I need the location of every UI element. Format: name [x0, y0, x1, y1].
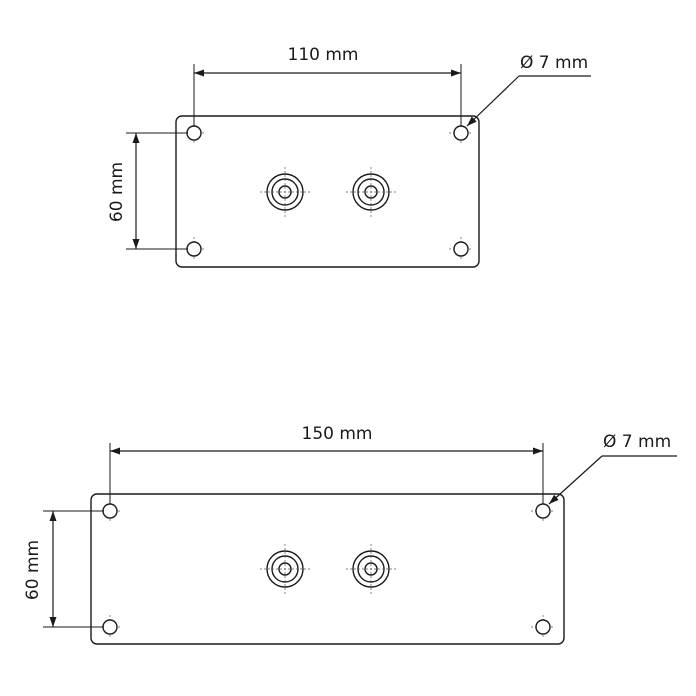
mounting-hole-bottom-right [449, 237, 473, 261]
center-boss-right [346, 544, 396, 594]
hole-diameter-callout: Ø 7 mm [466, 53, 591, 127]
plate-110mm: 110 mm 60 mm Ø 7 mm [107, 45, 591, 268]
height-dimension: 60 mm [107, 132, 188, 250]
width-dimension: 110 mm [193, 45, 462, 126]
mounting-hole-bottom-right [531, 615, 555, 639]
center-boss-right [346, 167, 396, 217]
plate-outline [175, 115, 480, 268]
height-label: 60 mm [107, 162, 127, 222]
height-dimension: 60 mm [23, 510, 104, 628]
height-label: 60 mm [23, 540, 43, 600]
hole-diameter-label: Ø 7 mm [603, 432, 671, 452]
width-label: 110 mm [288, 45, 359, 65]
plate-outline [90, 493, 565, 645]
hole-diameter-callout: Ø 7 mm [548, 432, 677, 505]
plate-150mm: 150 mm 60 mm Ø 7 mm [23, 424, 677, 645]
mounting-hole-top-right [531, 499, 555, 523]
center-boss-left [260, 167, 310, 217]
width-label: 150 mm [302, 424, 373, 444]
center-boss-left [260, 544, 310, 594]
hole-diameter-label: Ø 7 mm [520, 53, 588, 73]
width-dimension: 150 mm [109, 424, 544, 504]
